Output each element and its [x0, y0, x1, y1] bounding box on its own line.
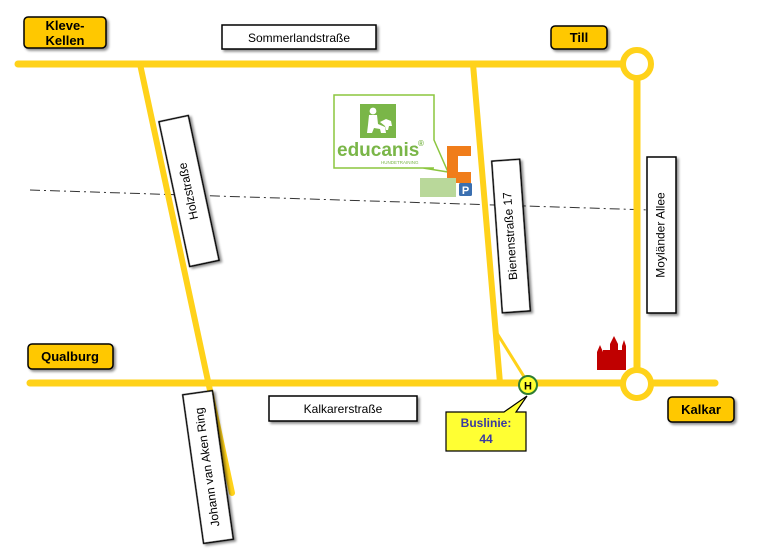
street-kalkarerstrasse: Kalkarerstraße — [268, 395, 418, 422]
parking-letter: P — [462, 185, 469, 197]
place-kalkar-label: Kalkar — [681, 402, 721, 417]
roads — [14, 60, 719, 496]
property-lot — [420, 178, 456, 197]
road-bus-connector — [493, 328, 530, 385]
street-moylaender-allee-label: Moyländer Allee — [654, 192, 668, 278]
bus-callout-line2: 44 — [479, 432, 493, 446]
place-kalkar: Kalkar — [667, 396, 735, 423]
bus-callout: Buslinie: 44 — [445, 395, 528, 452]
street-sommerlandstrasse-label: Sommerlandstraße — [248, 31, 350, 45]
educanis-callout: educanis ® HUNDETRAINING — [333, 94, 450, 173]
building-icon — [447, 146, 471, 183]
bus-callout-line1: Buslinie: — [461, 416, 512, 430]
educanis-tagline: HUNDETRAINING — [381, 160, 419, 165]
street-holzstrasse: Holzstraße — [158, 114, 220, 268]
place-till: Till — [550, 25, 608, 50]
roundabout-kalkar — [620, 367, 654, 401]
street-johann-van-aken-ring: Johann van Aken Ring — [181, 389, 235, 545]
parking-icon: P — [459, 183, 472, 197]
place-kleve-line1: Kleve- — [45, 18, 84, 33]
church-icon — [597, 336, 626, 370]
bus-stop-icon: H — [518, 375, 538, 395]
educanis-brand: educanis — [337, 140, 419, 161]
place-kleve: Kleve- Kellen — [23, 16, 107, 49]
street-moylaender-allee: Moyländer Allee — [646, 156, 677, 314]
street-bienenstrasse: Bienenstraße 17 — [490, 158, 532, 314]
dog-trainer-icon — [367, 107, 392, 133]
bus-stop-letter: H — [524, 381, 532, 393]
place-till-label: Till — [570, 30, 589, 45]
place-qualburg-label: Qualburg — [41, 349, 99, 364]
educanis-registered: ® — [418, 139, 424, 148]
street-kalkarerstrasse-label: Kalkarerstraße — [304, 402, 383, 416]
place-kleve-line2: Kellen — [45, 33, 84, 48]
street-bienenstrasse-label: Bienenstraße 17 — [500, 191, 520, 280]
street-sommerlandstrasse: Sommerlandstraße — [221, 24, 377, 50]
roundabout-till — [620, 47, 654, 81]
railway-line — [29, 189, 651, 211]
place-qualburg: Qualburg — [27, 343, 114, 370]
